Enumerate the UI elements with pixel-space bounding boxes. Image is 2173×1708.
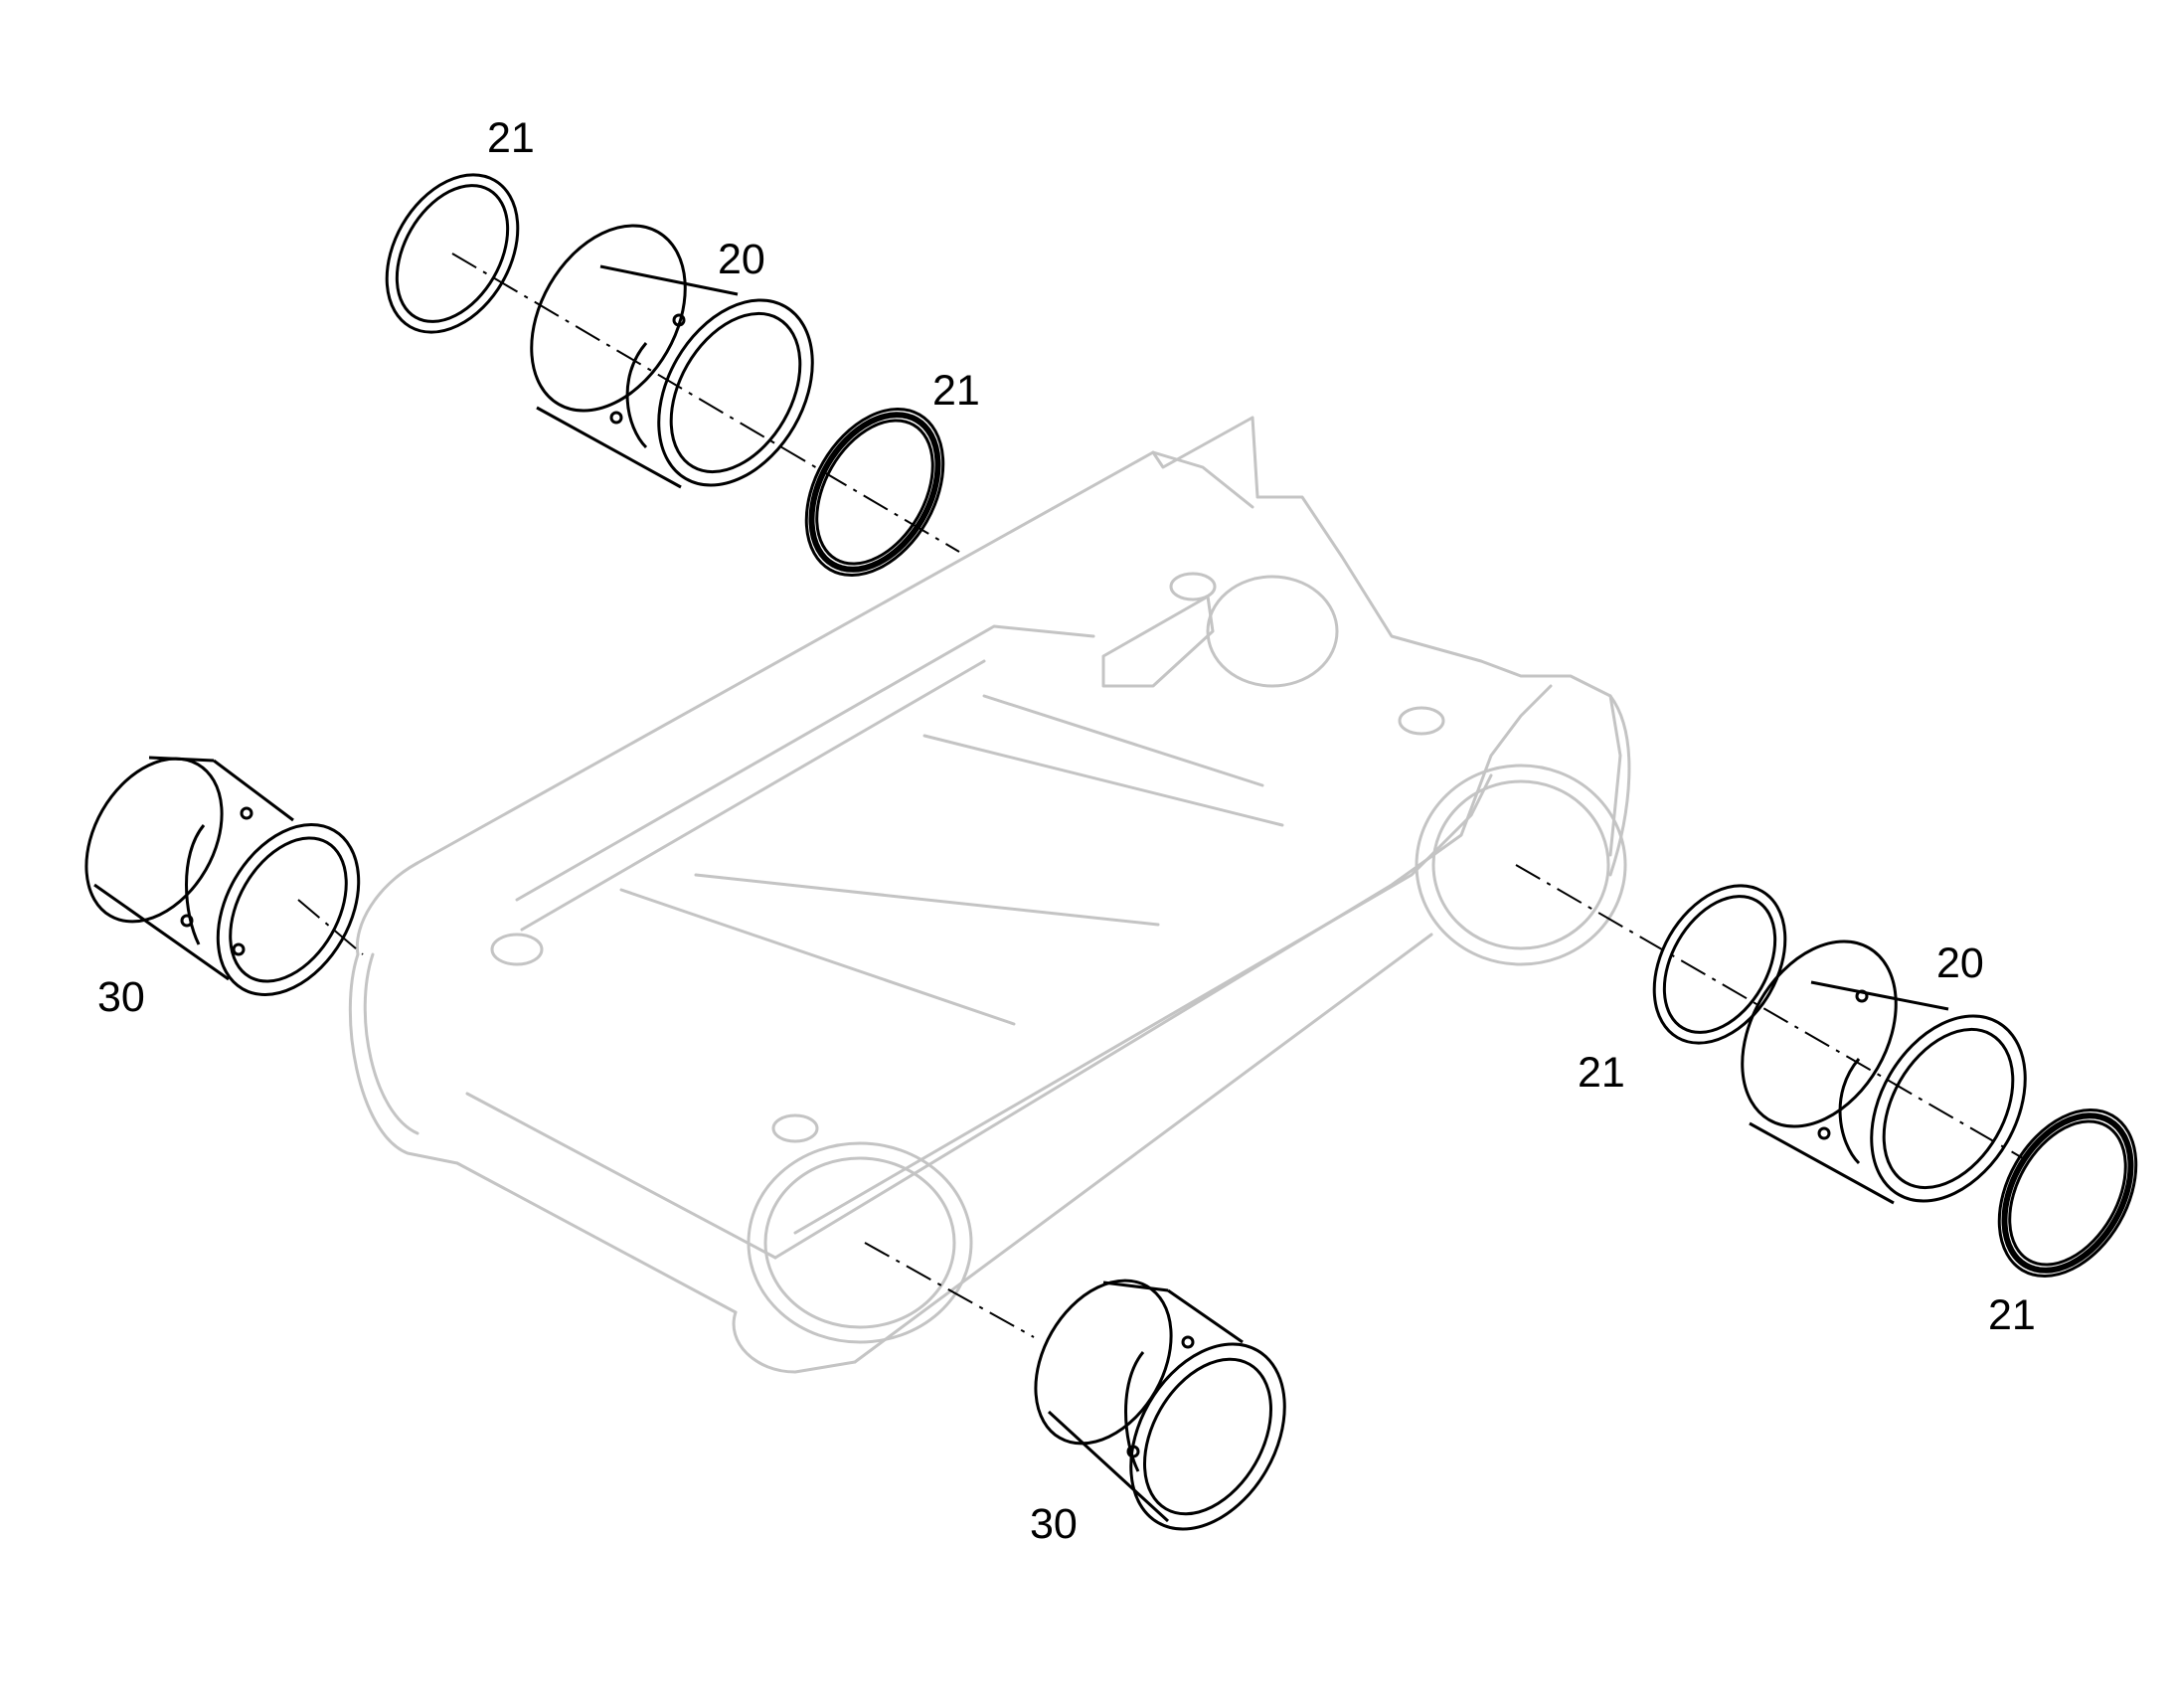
bushing-30-bottom xyxy=(1034,1279,1286,1531)
callout-20-right: 20 xyxy=(1936,939,1984,987)
callout-21-far-right: 21 xyxy=(1988,1291,2036,1339)
bushing-30-left xyxy=(84,756,361,996)
ring-21-far-right xyxy=(1997,1108,2138,1279)
callout-21-middle-right: 21 xyxy=(1578,1049,1625,1097)
link-frame xyxy=(348,416,1631,1374)
bushing-20-top xyxy=(530,224,814,489)
ring-21-top-left xyxy=(385,173,520,334)
callout-20-top: 20 xyxy=(718,236,765,283)
ring-21-middle-right xyxy=(1652,884,1787,1045)
callout-21-top-right: 21 xyxy=(932,367,980,415)
callout-21-top-left: 21 xyxy=(487,114,535,162)
callout-30-bottom: 30 xyxy=(1030,1500,1078,1548)
bushing-20-right xyxy=(1741,939,2027,1205)
ring-21-top-right xyxy=(804,407,945,578)
callout-30-left: 30 xyxy=(97,973,145,1021)
centre-lines xyxy=(297,253,2024,1338)
